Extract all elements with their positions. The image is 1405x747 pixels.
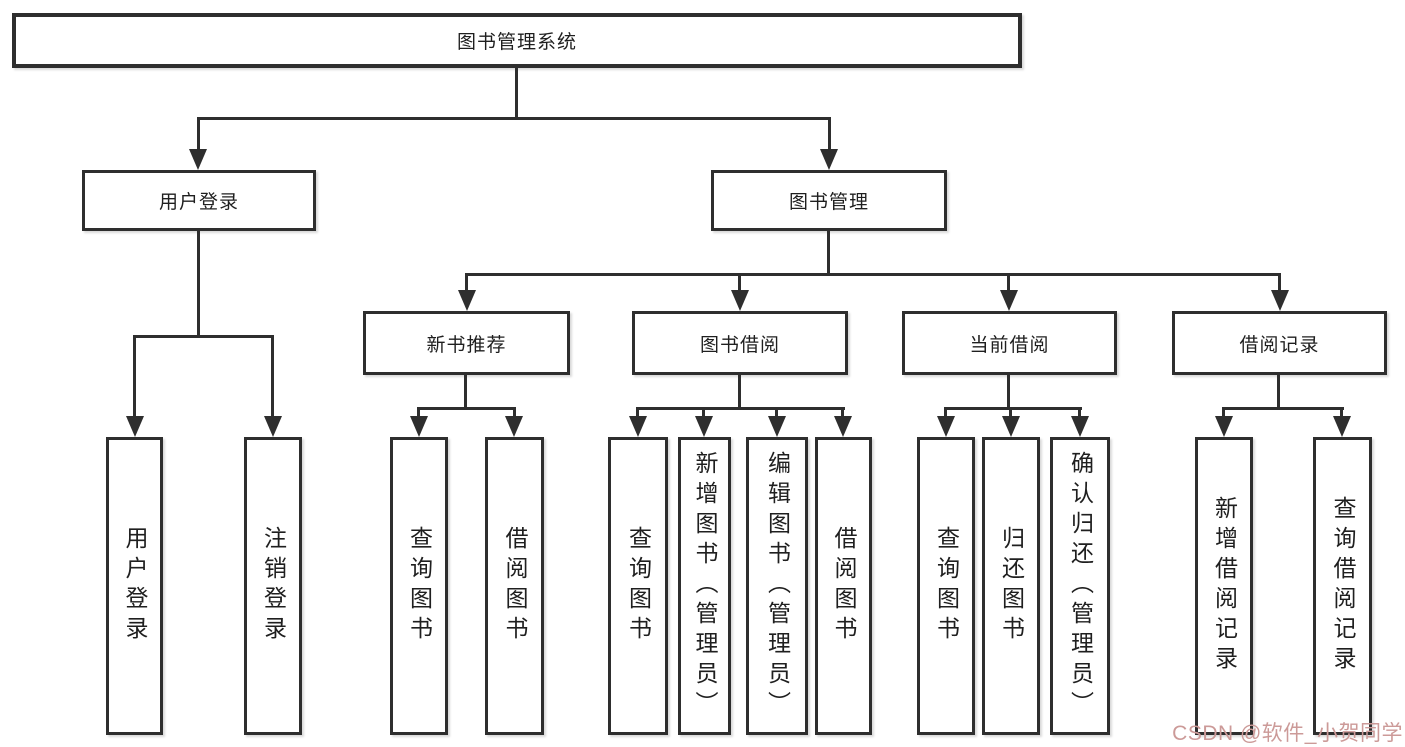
arrowhead-down-icon — [820, 149, 838, 170]
connector-vline — [1007, 375, 1010, 407]
leaf-query-borrow-record-label: 查询借阅记录 — [1330, 496, 1356, 676]
connector-hline — [636, 407, 845, 410]
arrowhead-down-icon — [1002, 416, 1020, 437]
leaf-query-books-borrowing-label: 查询图书 — [625, 526, 652, 646]
connector-vline — [1007, 273, 1010, 292]
arrowhead-down-icon — [768, 416, 786, 437]
connector-hline — [1222, 407, 1344, 410]
connector-vline — [636, 407, 639, 418]
arrowhead-down-icon — [834, 416, 852, 437]
connector-vline — [1222, 407, 1225, 418]
leaf-add-borrow-record: 新增借阅记录 — [1195, 437, 1253, 735]
connector-vline — [417, 407, 420, 418]
arrowhead-down-icon — [629, 416, 647, 437]
arrowhead-down-icon — [1271, 290, 1289, 311]
node-book-management: 图书管理 — [711, 170, 947, 231]
connector-vline — [841, 407, 844, 418]
leaf-add-books-admin: 新增图书（管理员） — [678, 437, 731, 735]
node-borrowing-records-label: 借阅记录 — [1239, 334, 1320, 356]
connector-vline — [738, 273, 741, 292]
connector-vline — [271, 335, 274, 416]
arrowhead-down-icon — [410, 416, 428, 437]
leaf-user-login: 用户登录 — [106, 437, 163, 735]
connector-vline — [944, 407, 947, 418]
leaf-query-books-recommend-label: 查询图书 — [406, 526, 433, 646]
arrowhead-down-icon — [937, 416, 955, 437]
connector-vline — [738, 375, 741, 407]
node-user-login-label: 用户登录 — [158, 192, 239, 213]
node-user-login: 用户登录 — [82, 170, 316, 231]
leaf-query-books-borrowing: 查询图书 — [608, 437, 668, 735]
arrowhead-down-icon — [1215, 416, 1233, 437]
connector-hline — [465, 273, 1281, 276]
leaf-add-books-admin-label: 新增图书（管理员） — [692, 451, 718, 721]
leaf-query-borrow-record: 查询借阅记录 — [1313, 437, 1372, 735]
connector-hline — [417, 407, 516, 410]
arrowhead-down-icon — [731, 290, 749, 311]
connector-vline — [702, 407, 705, 418]
connector-hline — [197, 117, 830, 120]
connector-vline — [1278, 273, 1281, 292]
connector-vline — [515, 68, 518, 117]
leaf-add-borrow-record-label: 新增借阅记录 — [1211, 496, 1238, 676]
leaf-borrow-books-borrowing: 借阅图书 — [815, 437, 872, 735]
connector-vline — [775, 407, 778, 418]
connector-vline — [828, 117, 831, 153]
leaf-query-books-current: 查询图书 — [917, 437, 975, 735]
connector-hline — [133, 335, 273, 338]
arrowhead-down-icon — [458, 290, 476, 311]
arrowhead-down-icon — [126, 416, 144, 437]
connector-hline — [944, 407, 1082, 410]
leaf-return-books: 归还图书 — [982, 437, 1040, 735]
arrowhead-down-icon — [1333, 416, 1351, 437]
leaf-borrow-books-recommend-label: 借阅图书 — [502, 526, 528, 646]
arrowhead-down-icon — [264, 416, 282, 437]
node-borrowing-records: 借阅记录 — [1172, 311, 1387, 375]
connector-vline — [197, 231, 200, 335]
arrowhead-down-icon — [189, 149, 207, 170]
connector-vline — [464, 375, 467, 407]
node-new-book-recommend-label: 新书推荐 — [426, 334, 507, 356]
connector-vline — [1340, 407, 1343, 418]
leaf-confirm-return-admin: 确认归还（管理员） — [1050, 437, 1110, 735]
leaf-query-books-current-label: 查询图书 — [933, 526, 960, 646]
leaf-confirm-return-admin-label: 确认归还（管理员） — [1067, 451, 1094, 721]
connector-vline — [197, 117, 200, 153]
connector-vline — [133, 335, 136, 416]
watermark: CSDN @软件_小贺同学 — [1172, 722, 1403, 745]
connector-vline — [465, 273, 468, 292]
node-book-borrowing-label: 图书借阅 — [699, 334, 780, 356]
leaf-return-books-label: 归还图书 — [998, 526, 1025, 646]
node-current-borrowing: 当前借阅 — [902, 311, 1117, 375]
leaf-borrow-books-borrowing-label: 借阅图书 — [831, 526, 857, 646]
leaf-edit-books-admin: 编辑图书（管理员） — [746, 437, 808, 735]
node-book-management-label: 图书管理 — [788, 192, 869, 213]
arrowhead-down-icon — [1071, 416, 1089, 437]
leaf-borrow-books-recommend: 借阅图书 — [485, 437, 544, 735]
node-new-book-recommend: 新书推荐 — [363, 311, 570, 375]
arrowhead-down-icon — [1000, 290, 1018, 311]
connector-vline — [1009, 407, 1012, 418]
leaf-logout-login-label: 注销登录 — [260, 526, 287, 646]
connector-vline — [1277, 375, 1280, 407]
leaf-edit-books-admin-label: 编辑图书（管理员） — [764, 451, 791, 721]
connector-vline — [827, 231, 830, 273]
node-current-borrowing-label: 当前借阅 — [969, 334, 1050, 356]
node-book-borrowing: 图书借阅 — [632, 311, 848, 375]
leaf-query-books-recommend: 查询图书 — [390, 437, 448, 735]
leaf-logout-login: 注销登录 — [244, 437, 302, 735]
arrowhead-down-icon — [505, 416, 523, 437]
node-library-system-label: 图书管理系统 — [456, 32, 577, 53]
connector-vline — [513, 407, 516, 418]
node-library-system: 图书管理系统 — [12, 13, 1022, 68]
leaf-user-login-label: 用户登录 — [122, 526, 148, 646]
connector-vline — [1078, 407, 1081, 418]
arrowhead-down-icon — [695, 416, 713, 437]
